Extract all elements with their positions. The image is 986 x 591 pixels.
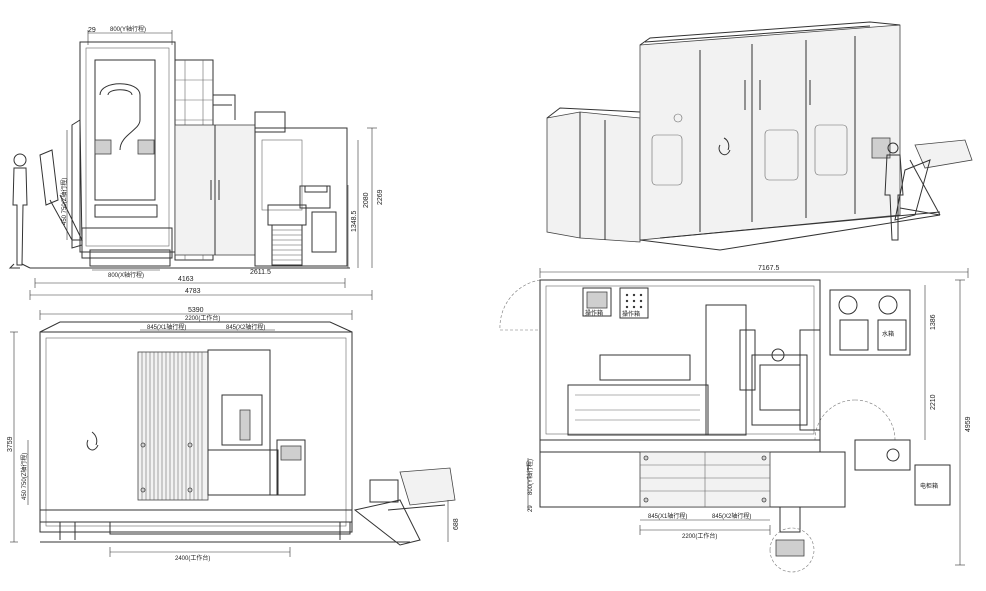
dim-29: 29 bbox=[528, 505, 534, 512]
door-hatch bbox=[141, 352, 203, 500]
front-view: 5390 2200(工作台) 845(X1轴行程) 845(X2轴行程) 375… bbox=[7, 307, 460, 562]
dim-3759: 3759 bbox=[7, 436, 14, 452]
logo-icon bbox=[86, 431, 99, 451]
panel-label-2: 操作箱 bbox=[622, 310, 640, 318]
dim-2611: 2611.5 bbox=[250, 269, 271, 276]
dim-4783: 4783 bbox=[185, 288, 201, 295]
logo-icon bbox=[718, 137, 731, 156]
dim-5390: 5390 bbox=[188, 307, 204, 314]
dim-1348: 1348.5 bbox=[351, 210, 358, 232]
dim-2400-table: 2400(工作台) bbox=[175, 554, 210, 562]
dim-2200-table: 2200(工作台) bbox=[185, 314, 220, 322]
dim-2080: 2080 bbox=[363, 192, 370, 208]
panel-label-1: 操作箱 bbox=[585, 309, 603, 317]
dim-845-x2: 845(X2轴行程) bbox=[226, 323, 265, 331]
dim-7167: 7167.5 bbox=[758, 265, 780, 272]
dim-2269: 2269 bbox=[377, 189, 384, 205]
dim-1386: 1386 bbox=[930, 314, 937, 330]
cabinet-label: 电柜箱 bbox=[920, 482, 938, 490]
dim-450-750: 450 750(Z轴行程) bbox=[60, 178, 68, 225]
dim-4959: 4959 bbox=[965, 416, 972, 432]
dim-450-750: 450 750(Z轴行程) bbox=[20, 453, 28, 500]
dim-y-stroke: 800(Y轴行程) bbox=[526, 459, 534, 495]
human-figure-icon bbox=[8, 153, 31, 269]
dim-845-x2: 845(X2轴行程) bbox=[712, 512, 751, 520]
dim-y-stroke: 800(Y轴行程) bbox=[110, 25, 146, 33]
dim-688: 688 bbox=[453, 518, 460, 530]
isometric-view bbox=[546, 21, 973, 251]
dim-2210: 2210 bbox=[930, 394, 937, 410]
dim-29: 29 bbox=[88, 27, 96, 34]
tank-label: 水箱 bbox=[882, 330, 894, 338]
dim-845-x1: 845(X1轴行程) bbox=[147, 323, 186, 331]
top-view: 操作箱 操作箱 水箱 电柜箱 bbox=[499, 265, 972, 573]
human-figure-icon bbox=[884, 142, 904, 241]
dim-4163: 4163 bbox=[178, 276, 194, 283]
keypad-icon bbox=[625, 293, 643, 309]
dim-x-stroke: 800(X轴行程) bbox=[108, 271, 144, 279]
dim-845-x1: 845(X1轴行程) bbox=[648, 512, 687, 520]
dim-2200-table: 2200(工作台) bbox=[682, 532, 717, 540]
side-view: 29 800(Y轴行程) 450 750(Z轴行程) 800(X轴行程) 261… bbox=[8, 25, 384, 300]
